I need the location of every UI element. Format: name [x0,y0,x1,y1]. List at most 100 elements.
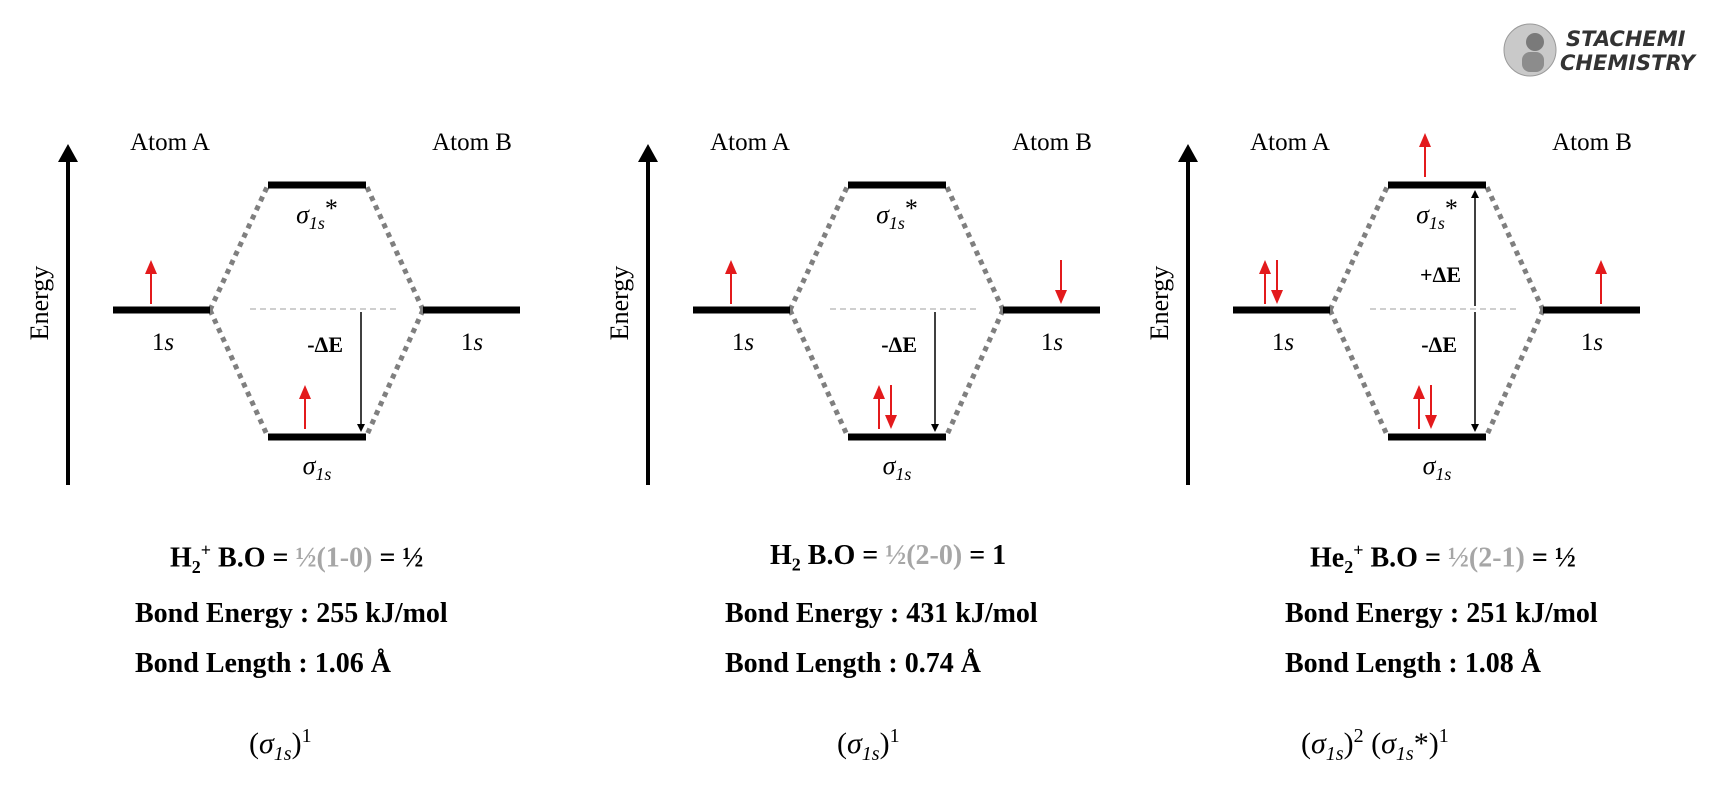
bond-energy-he2plus: Bond Energy : 251 kJ/mol [1285,598,1598,629]
config-open: ( [249,727,259,760]
brand-line-2: CHEMISTRY [1560,51,1697,75]
correlation-line-b-bonding [1483,308,1546,439]
atom-b-electron-1 [1055,260,1067,304]
atom-b-title-part: Atom B [432,129,512,156]
config-sup: 2 [1353,725,1364,747]
atom-a-electron-2 [1271,260,1283,304]
brand-logo: STACHEMI CHEMISTRY [1503,23,1697,77]
bond-order-he2plus: He2+ B.O = ½(2-1) = ½ [1310,540,1576,578]
atom-a-1s-label-part: s [744,329,754,356]
delta-e-minus-label: -ΔE [1421,332,1457,357]
electron-configuration-he2plus: (σ1s)2 (σ1s*)1 [1301,725,1449,766]
bond-order-h2plus: H2+ B.O = ½(1-0) = ½ [170,540,423,578]
atom-b-1s-label-part: 1 [1041,329,1054,356]
atom-b-1s-label-part: s [1053,329,1063,356]
logo-avatar-head [1526,33,1544,51]
antibonding-electron-1-head [1419,133,1431,147]
delta-e-plus-label: +ΔE [1420,262,1461,287]
energy-axis-label-part: Energy [1145,266,1174,341]
energy-axis-label-part: Energy [605,266,634,341]
delta-e-arrow-plus: +ΔE [1420,190,1479,306]
atom-a-electron-1-head [1259,260,1271,274]
logo-avatar-body [1522,52,1544,72]
bonding-electron-1 [873,385,885,429]
config-sup: 1 [889,725,900,747]
atom-a-electron-1-head [145,260,157,274]
atom-b-1s-label: 1s [1581,329,1603,356]
atom-b-1s-label: 1s [461,329,483,356]
energy-axis-arrowhead [58,144,78,162]
config-sigma: σ [1311,727,1326,760]
config-sub: 1s [273,743,292,765]
bonding-label-part: 1s [895,464,911,484]
delta-e-arrow-minus: -ΔE [881,312,939,432]
bo-subscript: 2 [1344,556,1354,577]
atom-a-electron-1 [145,260,157,304]
bo-label: B.O = [1363,542,1448,574]
energy-axis-label-part: Energy [25,266,54,341]
bo-subscript: 2 [191,556,201,577]
bo-superscript: + [200,540,212,560]
bonding-label: σ1s [303,451,332,484]
delta-e-minus-label-part: -ΔE [881,332,917,357]
bonding-label-part: 1s [1435,464,1451,484]
bonding-label: σ1s [883,451,912,484]
bond-energy-h2plus: Bond Energy : 255 kJ/mol [135,598,448,629]
atom-b-title: Atom B [1552,129,1632,156]
bonding-electron-2 [1425,385,1437,429]
brand-line-1: STACHEMI [1566,27,1686,51]
config-term-1: (σ1s)1 [249,725,312,765]
delta-e-minus-label: -ΔE [307,332,343,357]
bond-order-h2: H2 B.O = ½(2-0) = 1 [770,540,1006,576]
config-sigma: σ [1381,727,1396,760]
bonding-label-part: σ [883,451,897,480]
bonding-electron-2-head [885,415,897,429]
atom-a-1s-label-part: 1 [732,329,745,356]
atom-a-title-part: Atom A [130,129,210,156]
bo-superscript: + [1353,540,1364,560]
config-sigma: σ [847,727,862,760]
atom-a-title: Atom A [1250,129,1330,156]
atom-a-electron-1 [1259,260,1271,304]
energy-axis-label: Energy [1145,266,1174,341]
delta-e-plus-label-part: +ΔE [1420,262,1461,287]
atom-a-1s-label: 1s [152,329,174,356]
config-close: ) [291,727,302,760]
energy-axis-label: Energy [605,266,634,341]
atom-b-1s-label-part: s [473,329,483,356]
antibonding-label-part: * [325,194,338,223]
bonding-label-part: σ [303,451,317,480]
atom-a-electron-1-head [725,260,737,274]
antibonding-electron-1 [1419,133,1431,177]
bo-label: B.O = [211,542,296,574]
correlation-line-b-antibonding [1483,183,1546,312]
atom-b-1s-label-part: 1 [1581,329,1594,356]
antibonding-label-part: 1s [309,213,325,233]
atom-b-title: Atom B [1012,129,1092,156]
atom-b-1s-label-part: s [1593,329,1603,356]
atom-b-title-part: Atom B [1552,129,1632,156]
atom-b-electron-1-head [1055,290,1067,304]
bonding-electron-1-head [873,385,885,399]
atom-a-1s-label-part: s [1284,329,1294,356]
bonding-electron-2-head [1425,415,1437,429]
bond-energy-h2: Bond Energy : 431 kJ/mol [725,598,1038,629]
config-term-1: (σ1s)2 [1301,725,1364,765]
energy-axis-label: Energy [25,266,54,341]
antibonding-label: σ1s* [1416,194,1458,233]
atom-b-1s-label-part: 1 [461,329,474,356]
atom-a-title: Atom A [710,129,790,156]
delta-e-minus-label-part: -ΔE [307,332,343,357]
energy-axis-arrowhead [1178,144,1198,162]
atom-b-1s-label: 1s [1041,329,1063,356]
bonding-electron-1-head [1413,385,1425,399]
atom-a-title: Atom A [130,129,210,156]
correlation-line-a-bonding [1327,308,1391,439]
bond-length-h2plus: Bond Length : 1.06 Å [135,648,391,679]
correlation-line-a-bonding [207,308,271,439]
antibonding-label-part: * [905,194,918,223]
config-open: ( [1301,727,1311,760]
